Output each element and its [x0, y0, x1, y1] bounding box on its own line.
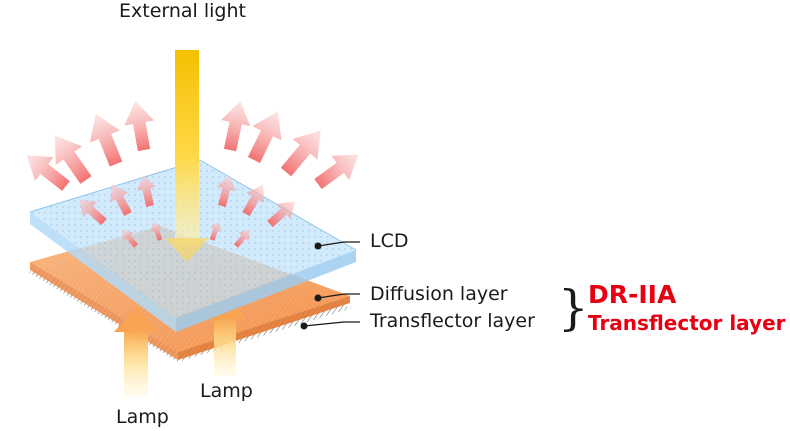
lcd-label: LCD: [370, 230, 409, 252]
leader-lines: [303, 241, 360, 327]
external-light-label: External light: [119, 0, 246, 22]
diffusion-layer-label: Diffusion layer: [370, 283, 508, 305]
layer-group-brace: }: [558, 280, 589, 336]
product-name: DR-IIA: [588, 280, 677, 309]
diffusion-leader: [317, 293, 360, 299]
transflector-layer-label: Transflector layer: [370, 310, 535, 332]
transflector-leader: [303, 321, 360, 327]
product-subtitle: Transflector layer: [588, 311, 786, 335]
lamp-beam-front: [114, 306, 158, 396]
external-light-beam: [165, 50, 209, 262]
leader-dots: [300, 242, 322, 330]
lamp-back-label: Lamp: [200, 380, 253, 402]
lamp-front-label: Lamp: [116, 406, 169, 428]
lcd-leader: [317, 241, 360, 247]
